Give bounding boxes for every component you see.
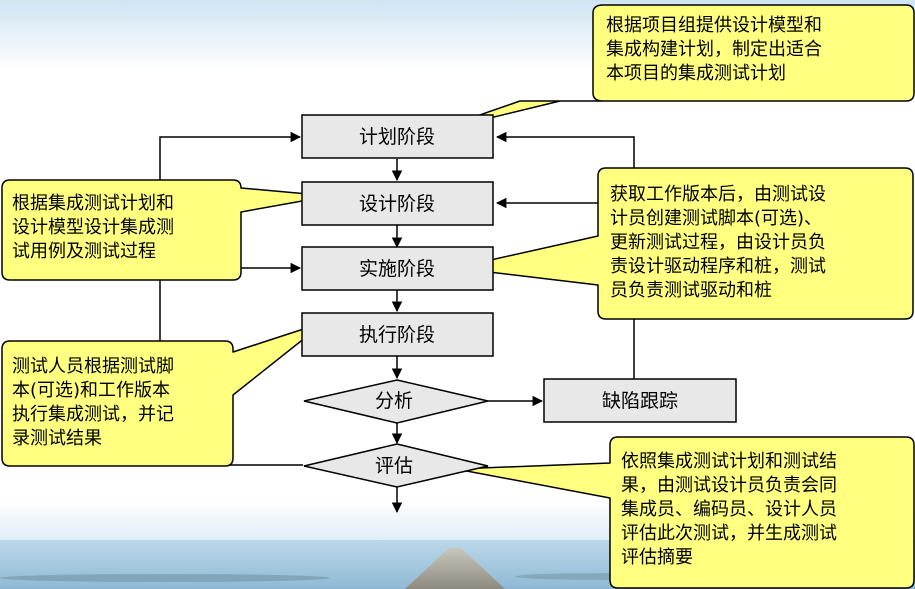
callout-plan-shape xyxy=(427,4,915,134)
callout-execute-text: 测试人员根据测试脚 本(可选)和工作版本 执行集成测试，并记 录测试结果 xyxy=(12,356,174,449)
node-analyze-diamond xyxy=(303,379,489,424)
feedback-line-left xyxy=(159,131,303,466)
callout-design-text: 根据集成测试计划和 设计模型设计集成测 试用例及测试过程 xyxy=(12,193,174,262)
node-plan-label: 计划阶段 xyxy=(359,126,435,148)
callout-evaluate-text: 依照集成测试计划和测试结 果，由测试设计员负责会同 集成员、编码员、设计人员 评… xyxy=(621,451,837,568)
callout-execute-shape xyxy=(1,321,326,467)
node-defect-box xyxy=(543,378,737,423)
node-design-box xyxy=(301,181,494,226)
node-implement-box xyxy=(301,246,494,291)
callout-design-shape xyxy=(1,179,331,281)
node-design-label: 设计阶段 xyxy=(359,193,435,215)
shoreline-left xyxy=(0,574,330,582)
node-implement-label: 实施阶段 xyxy=(359,258,435,280)
node-analyze-label: 分析 xyxy=(375,390,413,412)
callout-implement-text: 获取工作版本后，由测试设 计员创建测试脚本(可选)、 更新测试过程，由设计员负 … xyxy=(610,184,826,301)
node-evaluate-diamond xyxy=(303,443,489,488)
callout-implement-shape xyxy=(454,167,914,320)
node-plan-box xyxy=(301,114,494,159)
node-evaluate-label: 评估 xyxy=(375,455,413,477)
callout-plan-text: 根据项目组提供设计模型和 集成构建计划，制定出适合 本项目的集成测试计划 xyxy=(606,15,822,84)
node-execute-label: 执行阶段 xyxy=(359,324,435,346)
node-execute-box xyxy=(301,312,494,357)
callout-evaluate-shape xyxy=(455,436,915,589)
node-defect-label: 缺陷跟踪 xyxy=(602,390,678,412)
